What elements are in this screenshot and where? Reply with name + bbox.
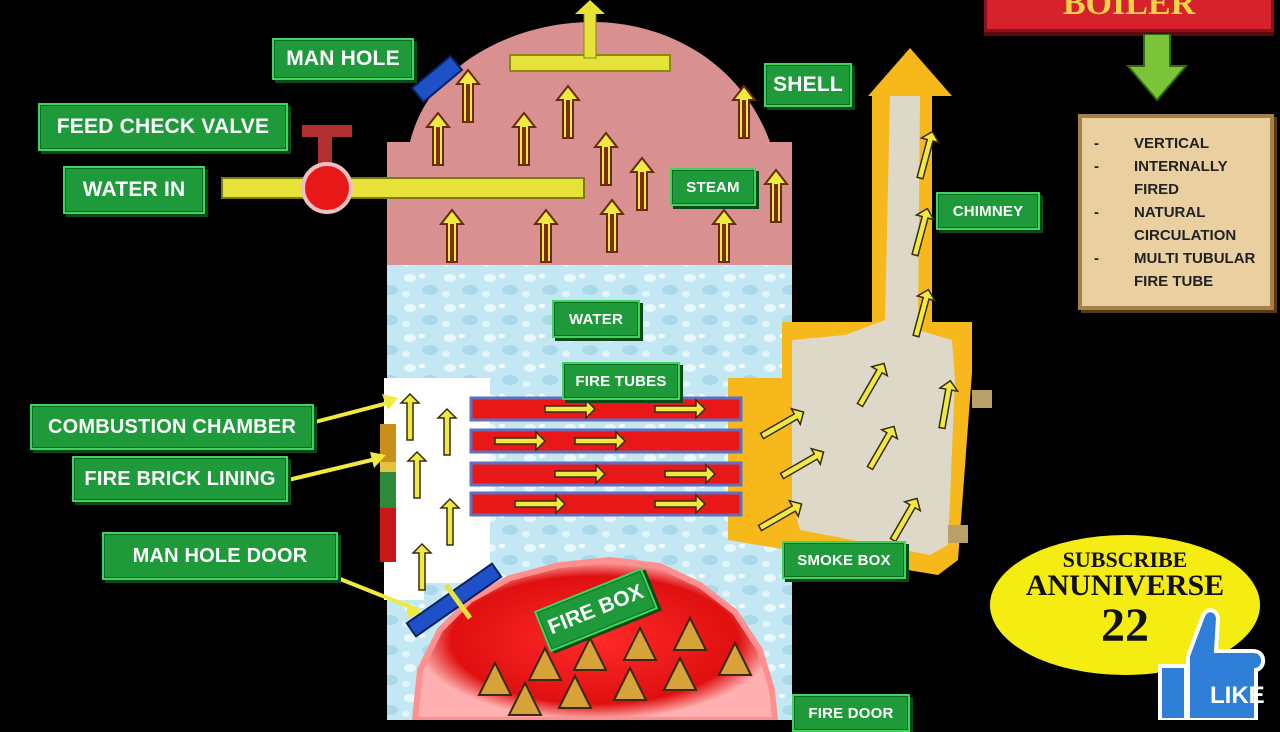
feed-check-valve [301, 162, 353, 214]
flame-cone [612, 665, 648, 701]
feature-item: -INTERNALLY FIRED [1094, 158, 1228, 198]
steam-arrow [454, 68, 482, 123]
flow-arrow [544, 398, 597, 420]
fire-brick-lining [380, 424, 396, 462]
flow-arrow [406, 450, 428, 499]
feed-pipe [221, 177, 585, 199]
flame-cone [572, 635, 608, 671]
flame-cone [662, 655, 698, 691]
subscribe-text: SUBSCRIBE [1062, 547, 1188, 572]
label-man-hole: MAN HOLE [272, 38, 414, 80]
feature-item: -MULTI TUBULAR FIRE TUBE [1094, 250, 1256, 290]
steam-arrow [762, 168, 790, 223]
label-feed-check-valve: FEED CHECK VALVE [38, 103, 288, 151]
label-fire-tubes: FIRE TUBES [562, 362, 680, 400]
flow-arrow [916, 130, 941, 180]
label-water: WATER [552, 300, 640, 338]
flame-cone [557, 673, 593, 709]
label-steam: STEAM [670, 168, 756, 206]
title-text: BOILER [1062, 0, 1196, 22]
feature-item: -VERTICAL [1094, 135, 1209, 152]
flame-cone [477, 660, 513, 696]
steam-arrow [598, 198, 626, 253]
steam-arrow [592, 131, 620, 186]
steam-arrow [730, 84, 758, 139]
steam-arrow [532, 208, 560, 263]
flow-arrow [654, 493, 707, 515]
features-panel: -VERTICAL -INTERNALLY FIRED -NATURAL CIR… [1078, 114, 1274, 310]
label-chimney: CHIMNEY [936, 192, 1040, 230]
channel-number: 22 [1101, 599, 1149, 652]
flow-arrow [866, 425, 899, 471]
flow-arrow [911, 207, 936, 257]
like-thumb-icon[interactable]: LIKE [1158, 606, 1268, 722]
flow-arrow [514, 493, 567, 515]
label-water-in: WATER IN [63, 166, 205, 214]
flow-arrow [574, 430, 627, 452]
flow-arrow [856, 362, 889, 408]
flow-arrow [439, 497, 461, 546]
label-smoke-box: SMOKE BOX [782, 541, 906, 579]
flow-arrow [759, 407, 805, 440]
flame-cone [507, 680, 543, 716]
flow-arrow [664, 463, 717, 485]
flow-arrow [779, 447, 825, 480]
flame-cone [717, 640, 753, 676]
steam-arrow [510, 111, 538, 166]
chimney-inner [792, 96, 955, 555]
flow-arrow [912, 288, 937, 338]
label-fire-door: FIRE DOOR [792, 694, 910, 732]
steam-arrow [424, 111, 452, 166]
flow-arrow [937, 379, 960, 430]
label-man-hole-door: MAN HOLE DOOR [102, 532, 338, 580]
flow-arrow [554, 463, 607, 485]
flow-arrow [494, 430, 547, 452]
feature-item: -NATURAL CIRCULATION [1094, 204, 1237, 244]
down-arrow-icon [1125, 34, 1189, 102]
flow-arrow [399, 392, 421, 441]
label-combustion-chamber: COMBUSTION CHAMBER [30, 404, 314, 450]
flow-arrow [889, 497, 922, 543]
flame-cone [622, 625, 658, 661]
label-fire-brick-lining: FIRE BRICK LINING [72, 456, 288, 502]
label-shell: SHELL [764, 63, 852, 107]
steam-arrow [554, 84, 582, 139]
channel-name: ANUNIVERSE [1025, 569, 1225, 602]
flame-cone [672, 615, 708, 651]
like-text: LIKE [1210, 682, 1265, 709]
steam-arrow [438, 208, 466, 263]
title-banner: BOILER [984, 0, 1274, 32]
man-hole [410, 54, 464, 104]
flow-arrow [411, 542, 433, 591]
steam-arrow [710, 208, 738, 263]
flow-arrow [654, 398, 707, 420]
flow-arrow [757, 499, 803, 532]
flow-arrow [436, 407, 458, 456]
flame-cone [527, 645, 563, 681]
steam-arrow [628, 156, 656, 211]
